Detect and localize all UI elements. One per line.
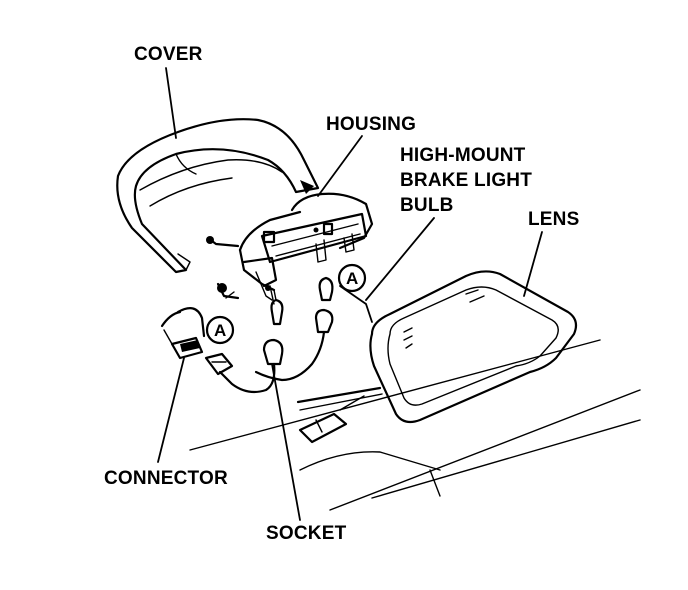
callout-a-lower-text: A <box>214 321 226 340</box>
label-lens: LENS <box>528 209 580 230</box>
label-housing: HOUSING <box>326 114 417 135</box>
label-connector: CONNECTOR <box>104 468 228 489</box>
label-cover: COVER <box>134 44 203 65</box>
leader-socket <box>271 363 301 521</box>
cover-part <box>116 118 320 274</box>
mounting-bracket <box>298 395 365 444</box>
callout-a-upper: A <box>337 263 367 293</box>
callout-a-lower: A <box>205 315 235 345</box>
lens-part <box>369 270 578 424</box>
vehicle-body-panel <box>189 339 641 511</box>
label-bulb-line3: BULB <box>400 195 454 216</box>
leader-housing <box>317 135 363 197</box>
bulbs <box>270 276 334 326</box>
connector-part <box>160 307 206 360</box>
leader-cover <box>165 67 177 139</box>
leader-bulb <box>365 217 435 301</box>
leader-lens <box>523 231 543 297</box>
leader-connector <box>157 357 185 463</box>
label-bulb-line1: HIGH-MOUNT <box>400 145 526 166</box>
housing-screws <box>206 236 240 300</box>
callout-a-upper-text: A <box>346 269 358 288</box>
label-socket: SOCKET <box>266 523 347 544</box>
label-bulb-line2: BRAKE LIGHT <box>400 170 533 191</box>
leader-lines <box>157 67 543 521</box>
socket-harness <box>204 308 334 394</box>
